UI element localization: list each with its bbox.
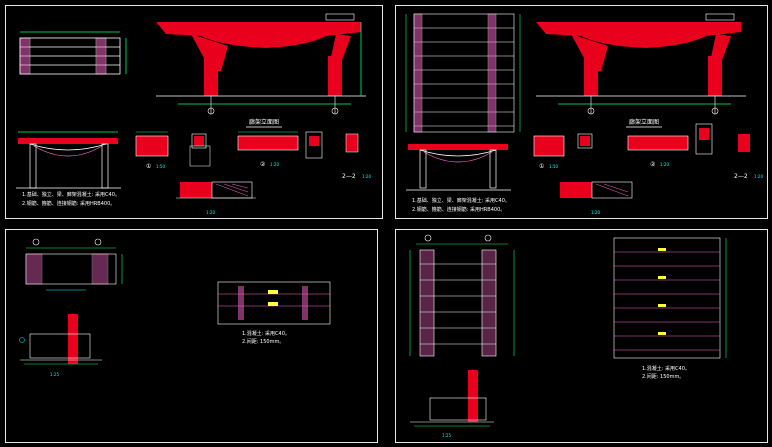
foundation-detail: [176, 181, 256, 199]
drawing-sheet-2: 廊架立面图 ① 1:50 ② 1:20 2—2 1:20 1:20 1.基础、独…: [395, 5, 768, 219]
section-label-2: ②: [260, 161, 266, 168]
beam-detail-2: [627, 123, 713, 155]
section-2-2-detail-b: [738, 134, 750, 152]
footing-section-2: [410, 370, 494, 427]
drawing-sheet-1: 廊架立面图 ① 1:50 ② 1:20 2—2 1:20: [5, 5, 383, 219]
scale-label-2-4: 1:20: [591, 210, 600, 215]
sheet-3-drawing: 1.混凝土: 采用C40。 2.间距: 150mm。 1:25: [19, 238, 331, 377]
section-2-2-detail: [345, 133, 359, 153]
arch-small-elevation-2: [406, 144, 511, 191]
note-2-1: 1.基础、独立、梁、廊架混凝土: 采用C40。: [412, 197, 510, 204]
long-beam-plan: [613, 237, 727, 359]
scale-label-2-1: 1:50: [549, 164, 558, 169]
scale-label-2: 1:20: [270, 162, 279, 167]
note-3-2: 2.间距: 150mm。: [242, 338, 284, 345]
section-label-2-2: ②: [650, 161, 656, 168]
note-2-2: 2.钢筋、箍筋、连接钢筋: 采用HRB400。: [412, 206, 505, 213]
beam-detail: [237, 131, 323, 159]
scale-label-2-2: 1:20: [660, 162, 669, 167]
arch-elevation: [156, 13, 366, 115]
section-label-2-1: ①: [539, 163, 544, 170]
scale-label-2-3: 1:20: [754, 174, 763, 179]
tall-plan-view: [405, 13, 521, 133]
drawing-sheet-3: 1.混凝土: 采用C40。 2.间距: 150mm。 1:25: [5, 229, 378, 443]
elevation-title: 廊架立面图: [249, 118, 279, 126]
scale-label-1: 1:50: [156, 164, 165, 169]
section-label-1: ①: [146, 163, 151, 170]
section-label-2-3: 2—2: [734, 173, 748, 180]
scale-label-4-1: 1:25: [442, 433, 451, 438]
plan-view: [19, 31, 127, 75]
sheet-4-drawing: 1.混凝土: 采用C40。 2.间距: 150mm。 1:25: [409, 234, 727, 438]
section-detail-2-2: [577, 133, 593, 149]
foundation-detail-2: [560, 181, 633, 199]
scale-label-4: 1:20: [206, 210, 215, 215]
scale-label-3: 1:20: [362, 174, 371, 179]
note-4-2: 2.间距: 150mm。: [642, 373, 684, 380]
note-4-1: 1.混凝土: 采用C40。: [642, 365, 690, 372]
note-2: 2.钢筋、箍筋、连接钢筋: 采用HRB400。: [22, 200, 115, 207]
sheet-1-drawing: 廊架立面图 ① 1:50 ② 1:20 2—2 1:20: [16, 13, 371, 215]
section-label-3: 2—2: [342, 173, 356, 180]
arch-small-elevation: [16, 131, 121, 189]
section-detail-2: [189, 133, 211, 167]
section-detail-2-1: [533, 135, 565, 157]
column-plan: [25, 238, 123, 291]
footing-section: [19, 314, 102, 365]
note-3-1: 1.混凝土: 采用C40。: [242, 330, 290, 337]
scale-label-3-1: 1:25: [50, 372, 59, 377]
long-column-plan: [409, 234, 515, 357]
note-1: 1.基础、独立、梁、廊架混凝土: 采用C40。: [22, 191, 120, 198]
sheet-2-drawing: 廊架立面图 ① 1:50 ② 1:20 2—2 1:20 1:20 1.基础、独…: [405, 13, 763, 215]
elevation-title-2: 廊架立面图: [629, 118, 659, 126]
section-detail-1: [135, 131, 169, 157]
drawing-sheet-4: 1.混凝土: 采用C40。 2.间距: 150mm。 1:25: [395, 229, 768, 443]
arch-elevation-2: [536, 13, 746, 115]
beam-plan: [217, 281, 331, 325]
